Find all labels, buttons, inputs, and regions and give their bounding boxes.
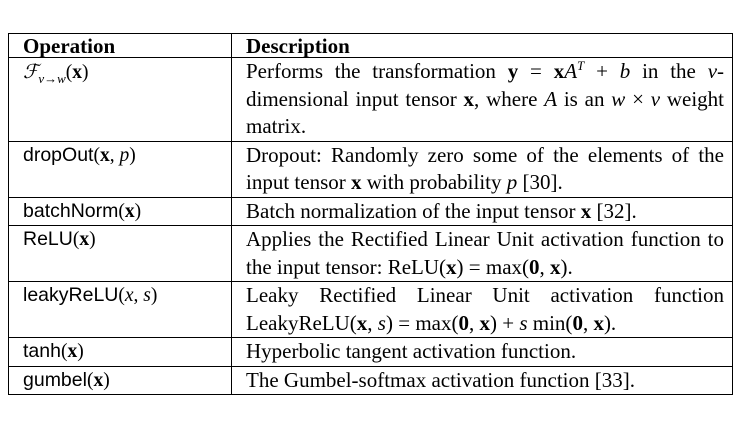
- table-row: ReLU(x) Applies the Rectified Linear Uni…: [8, 225, 733, 282]
- header-operation: Operation: [8, 33, 232, 58]
- description-cell: Leaky Rectified Linear Unit activation f…: [231, 281, 733, 338]
- header-description: Description: [231, 33, 733, 58]
- description-cell: Batch normalization of the input tensor …: [231, 196, 733, 226]
- table-row: ℱv→w(x) Performs the transformation y = …: [8, 57, 733, 142]
- operation-cell: leakyReLU(x, s): [8, 281, 232, 338]
- description-cell: Hyperbolic tangent activation function.: [231, 337, 733, 367]
- description-cell: Applies the Rectified Linear Unit activa…: [231, 225, 733, 282]
- table-row: tanh(x) Hyperbolic tangent activation fu…: [8, 337, 733, 367]
- operation-cell: tanh(x): [8, 337, 232, 367]
- description-cell: Performs the transformation y = xAT + b …: [231, 57, 733, 142]
- operation-cell: ℱv→w(x): [8, 57, 232, 142]
- operation-cell: gumbel(x): [8, 365, 232, 395]
- table-header-row: Operation Description: [8, 33, 733, 58]
- operation-cell: batchNorm(x): [8, 196, 232, 226]
- operation-cell: ReLU(x): [8, 225, 232, 282]
- table-row: dropOut(x, p) Dropout: Randomly zero som…: [8, 140, 733, 198]
- description-cell: The Gumbel-softmax activation function […: [231, 365, 733, 395]
- table-row: gumbel(x) The Gumbel-softmax activation …: [8, 365, 733, 395]
- description-cell: Dropout: Randomly zero some of the eleme…: [231, 140, 733, 198]
- operation-cell: dropOut(x, p): [8, 140, 232, 198]
- operations-table: Operation Description ℱv→w(x) Performs t…: [8, 33, 733, 395]
- table-row: batchNorm(x) Batch normalization of the …: [8, 196, 733, 226]
- table-row: leakyReLU(x, s) Leaky Rectified Linear U…: [8, 281, 733, 338]
